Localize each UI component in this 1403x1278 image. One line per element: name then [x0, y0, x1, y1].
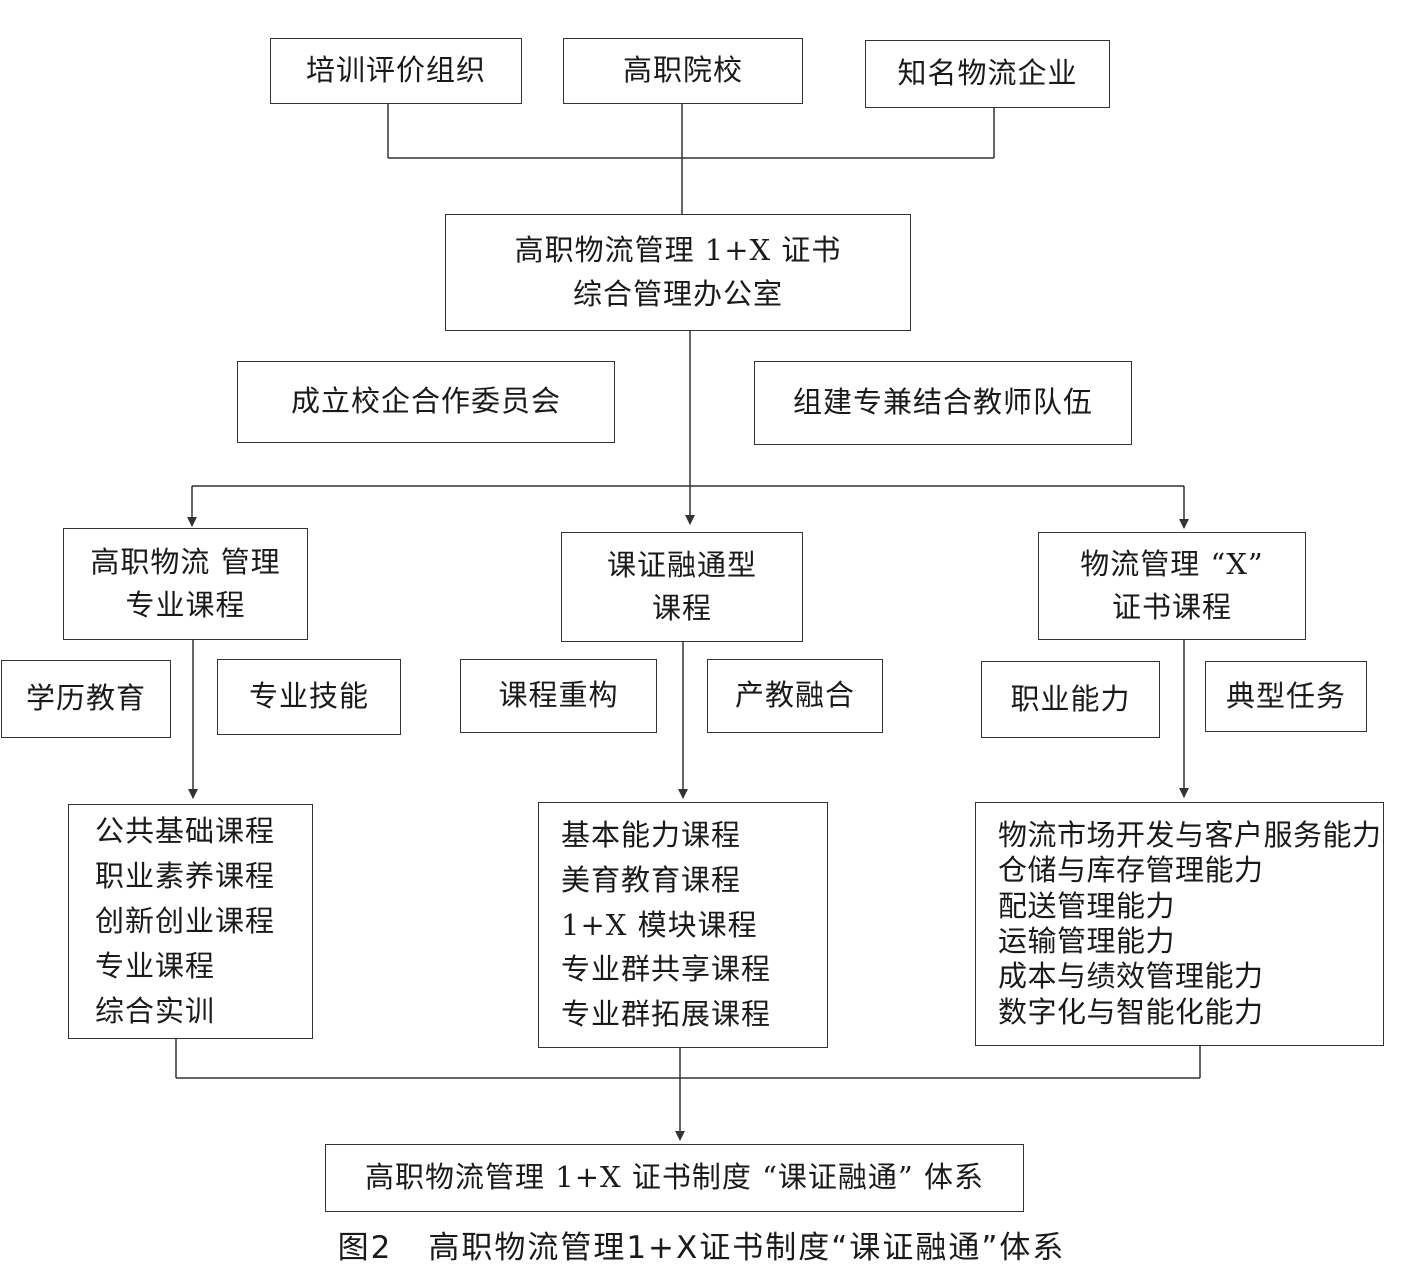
list-item: 公共基础课程: [95, 814, 276, 849]
tag-label: 课程重构: [498, 678, 619, 713]
tag-label: 产教融合: [734, 678, 855, 713]
box-label: 培训评价组织: [305, 53, 486, 88]
result-system-box: 高职物流管理 1+X 证书制度 “课证融通” 体系: [325, 1144, 1024, 1212]
tag-box: 专业技能: [217, 659, 401, 735]
tag-box: 学历教育: [1, 660, 171, 738]
list-item: 创新创业课程: [95, 904, 276, 939]
branch-title-line-2: 证书课程: [1111, 590, 1232, 624]
list-item: 职业素养课程: [95, 859, 276, 894]
result-label: 高职物流管理 1+X 证书制度 “课证融通” 体系: [365, 1160, 984, 1195]
branch-title-line-1: 物流管理 “X”: [1080, 546, 1264, 581]
list-item: 物流市场开发与客户服务能力: [998, 817, 1382, 852]
tag-box: 职业能力: [981, 661, 1160, 738]
source-logistics-enterprise-box: 知名物流企业: [865, 40, 1110, 108]
middle-course-list-box: 基本能力课程 美育教育课程 1+X 模块课程 专业群共享课程 专业群拓展课程: [538, 802, 828, 1048]
box-label: 成立校企合作委员会: [290, 384, 561, 419]
branch-title-line-1: 高职物流 管理: [90, 544, 281, 579]
list-item: 仓储与库存管理能力: [998, 853, 1264, 888]
management-office-box: 高职物流管理 1+X 证书 综合管理办公室: [445, 214, 911, 331]
list-item: 成本与绩效管理能力: [998, 959, 1264, 994]
tag-label: 职业能力: [1010, 681, 1131, 716]
left-course-list-box: 公共基础课程 职业素养课程 创新创业课程 专业课程 综合实训: [68, 804, 313, 1039]
list-item: 美育教育课程: [561, 862, 742, 897]
tag-label: 学历教育: [25, 681, 146, 716]
list-item: 专业课程: [95, 948, 216, 983]
figure-number: 图2: [337, 1230, 393, 1266]
branch-title-line-1: 课证融通型: [606, 547, 757, 582]
tag-box: 产教融合: [707, 659, 883, 733]
list-item: 运输管理能力: [998, 924, 1176, 958]
figure-caption: 图2 高职物流管理1+X证书制度“课证融通”体系: [0, 1222, 1403, 1267]
list-item: 1+X 模块课程: [561, 907, 758, 942]
box-label: 知名物流企业: [897, 56, 1078, 91]
branch-left-title-box: 高职物流 管理 专业课程: [63, 528, 308, 640]
source-training-evaluation-box: 培训评价组织: [270, 38, 522, 104]
list-item: 数字化与智能化能力: [998, 994, 1264, 1029]
source-vocational-college-box: 高职院校: [563, 38, 803, 104]
teacher-team-box: 组建专兼结合教师队伍: [754, 361, 1132, 445]
figure-title: 高职物流管理1+X证书制度“课证融通”体系: [428, 1230, 1066, 1266]
tag-label: 专业技能: [248, 679, 369, 714]
office-line-1: 高职物流管理 1+X 证书: [514, 233, 842, 267]
list-item: 基本能力课程: [561, 817, 742, 852]
office-line-2: 综合管理办公室: [572, 276, 783, 311]
box-label: 组建专兼结合教师队伍: [792, 385, 1093, 420]
tag-box: 典型任务: [1205, 661, 1367, 732]
right-ability-list-box: 物流市场开发与客户服务能力 仓储与库存管理能力 配送管理能力 运输管理能力 成本…: [975, 802, 1384, 1046]
branch-right-title-box: 物流管理 “X” 证书课程: [1038, 532, 1306, 640]
box-label: 高职院校: [622, 53, 743, 88]
branch-title-line-2: 课程: [651, 591, 712, 625]
list-item: 综合实训: [95, 993, 216, 1028]
list-item: 配送管理能力: [998, 888, 1176, 923]
committee-box: 成立校企合作委员会: [237, 361, 615, 443]
branch-middle-title-box: 课证融通型 课程: [561, 532, 803, 642]
list-item: 专业群拓展课程: [561, 997, 772, 1032]
tag-box: 课程重构: [460, 659, 657, 733]
tag-label: 典型任务: [1225, 678, 1346, 713]
branch-title-line-2: 专业课程: [125, 588, 246, 622]
list-item: 专业群共享课程: [561, 952, 772, 987]
